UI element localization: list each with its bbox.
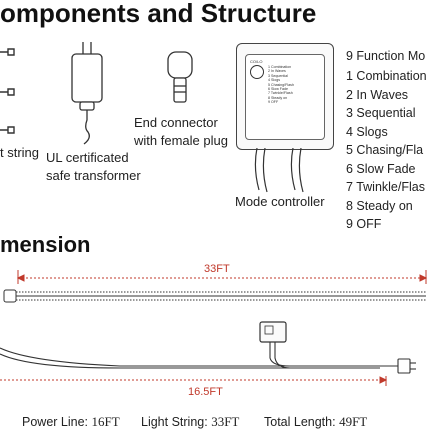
function-mode-item: 5 Chasing/Fla	[346, 143, 424, 157]
mode-controller-panel: CO/LO 1 Combination 2 In Waves 3 Sequent…	[245, 54, 325, 140]
section-title-dimension: mension	[0, 232, 91, 257]
function-mode-item: 6 Slow Fade	[346, 161, 416, 176]
power-line-label: Power Line:	[22, 415, 89, 429]
total-length-value: 49FT	[339, 414, 368, 429]
total-length-summary: Total Length: 49FT	[264, 414, 367, 430]
power-line	[0, 321, 416, 374]
mode-controller-box: CO/LO 1 Combination 2 In Waves 3 Sequent…	[236, 43, 334, 150]
light-string-label: t string	[0, 145, 40, 160]
function-modes-title: 9 Function Mo	[346, 49, 426, 63]
light-string-icon	[0, 48, 15, 134]
section-title-components: omponents and Structure	[0, 0, 317, 28]
function-mode-item: 1 Combination	[346, 69, 427, 83]
light-string-strand	[3, 289, 426, 303]
transformer-icon	[71, 42, 103, 145]
power-line-value: 16FT	[91, 414, 120, 429]
controller-mode-item: 3 Sequential	[268, 73, 288, 78]
function-mode-item: 7 Twinkle/Flas	[346, 180, 425, 194]
power-line-dimension-line	[0, 376, 388, 386]
function-mode-list: 1 Combination 2 In Waves 3 Sequential 4 …	[346, 67, 427, 234]
mode-controller-label: Mode controller	[235, 194, 325, 209]
transformer-label-line1: UL certificated	[46, 150, 129, 165]
end-connector-label-line1: End connector	[134, 115, 218, 130]
controller-mode-list: 1 Combination 2 In Waves 3 Sequential 4 …	[268, 65, 294, 105]
end-connector-label-line2: with female plug	[134, 133, 228, 148]
light-string-summary-value: 33FT	[211, 414, 240, 429]
controller-mode-item: 9 OFF	[268, 100, 279, 105]
controller-dial-button	[250, 65, 264, 79]
power-line-summary: Power Line: 16FT	[22, 414, 120, 430]
controller-mode-item: 2 In Waves	[268, 69, 286, 74]
function-mode-item: 8 Steady on	[346, 198, 413, 213]
function-mode-item: 3 Sequential	[346, 106, 416, 120]
light-string-dimension-label: 33FT	[202, 263, 232, 275]
power-line-dimension-label: 16.5FT	[188, 386, 223, 398]
controller-mode-item: 1 Combination	[268, 65, 292, 69]
controller-mode-item: 7 Twinkle/Flash	[268, 91, 293, 96]
controller-mode-item: 5 Chasing/Flash	[268, 82, 294, 87]
transformer-label-line2: safe transformer	[46, 168, 141, 183]
function-mode-item: 9 OFF	[346, 217, 382, 231]
function-mode-item: 2 In Waves	[346, 87, 409, 102]
controller-mode-item: 6 Slow Fade	[268, 87, 288, 92]
controller-mode-item: 8 Steady on	[268, 95, 288, 100]
controller-wires-icon	[254, 148, 304, 193]
end-connector-icon	[167, 51, 193, 103]
light-string-summary-label: Light String:	[141, 415, 208, 429]
controller-mode-item: 4 Slogs	[268, 78, 280, 83]
light-string-summary: Light String: 33FT	[141, 414, 239, 430]
total-length-label: Total Length:	[264, 415, 336, 429]
controller-dial-text: CO/LO	[250, 59, 263, 64]
function-mode-item: 4 Slogs	[346, 124, 388, 139]
light-string-dimension-line	[16, 270, 428, 284]
